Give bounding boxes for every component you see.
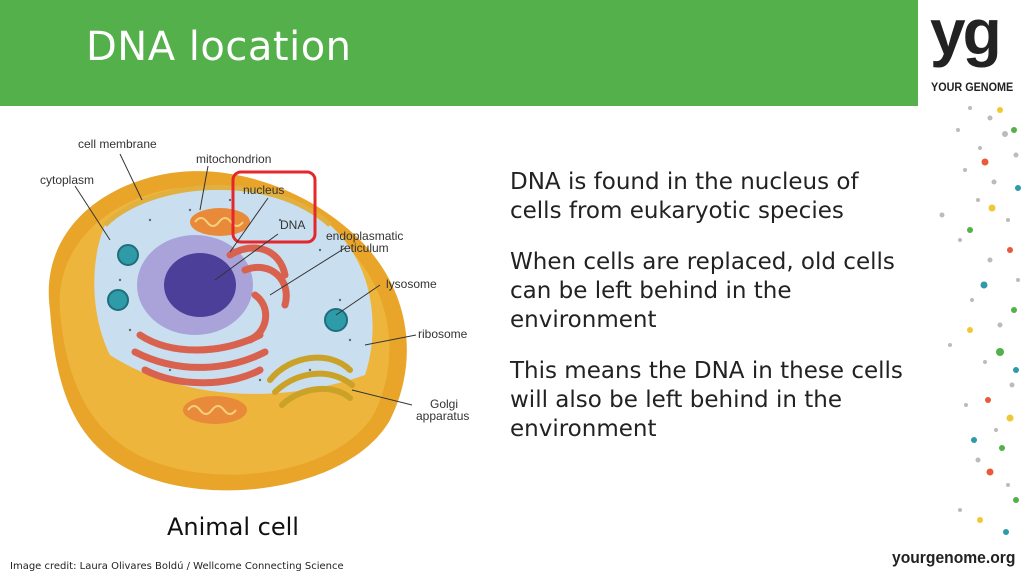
logo-mark: yg (930, 0, 1002, 68)
logo-text: YOUR GENOME (931, 80, 1014, 94)
endoplasmic-reticulum (131, 244, 290, 387)
nucleus (137, 235, 253, 335)
label-golgi-line2: apparatus (416, 409, 469, 423)
paragraph-1: DNA is found in the nucleus of cells fro… (510, 169, 859, 224)
decorative-dots (939, 106, 1021, 535)
leader-lines (74, 153, 417, 406)
label-er-line2: reticulum (340, 241, 389, 255)
image-credit: Image credit: Laura Olivares Boldú / Wel… (10, 561, 344, 572)
label-dna: DNA (280, 218, 305, 232)
lysosomes (107, 244, 348, 332)
label-cell-membrane: cell membrane (78, 137, 157, 151)
nucleus-highlight-box (231, 170, 317, 244)
slide-title: DNA location (86, 24, 352, 70)
image-caption: Animal cell (167, 513, 299, 541)
label-ribosome: ribosome (418, 327, 468, 341)
label-lysosome: lysosome (386, 277, 437, 291)
label-er-line1: endoplasmatic (326, 229, 403, 243)
golgi-apparatus (267, 354, 355, 408)
paragraph-3: This means the DNA in these cells will a… (510, 358, 903, 442)
label-cytoplasm: cytoplasm (40, 173, 94, 187)
ribosome-dots (118, 198, 352, 382)
animal-cell-diagram: cell membrane mitochondrion cytoplasm nu… (40, 137, 469, 491)
label-golgi-line1: Golgi (430, 397, 458, 411)
paragraph-2: When cells are replaced, old cells can b… (510, 249, 895, 333)
title-bar: DNA location (0, 0, 918, 106)
website-link[interactable]: yourgenome.org (892, 548, 1016, 567)
label-mitochondrion: mitochondrion (196, 152, 271, 166)
label-nucleus: nucleus (243, 183, 284, 197)
body-text: DNA is found in the nucleus of cells fro… (510, 168, 910, 466)
yourgenome-logo: yg YOUR GENOME (918, 0, 1024, 106)
